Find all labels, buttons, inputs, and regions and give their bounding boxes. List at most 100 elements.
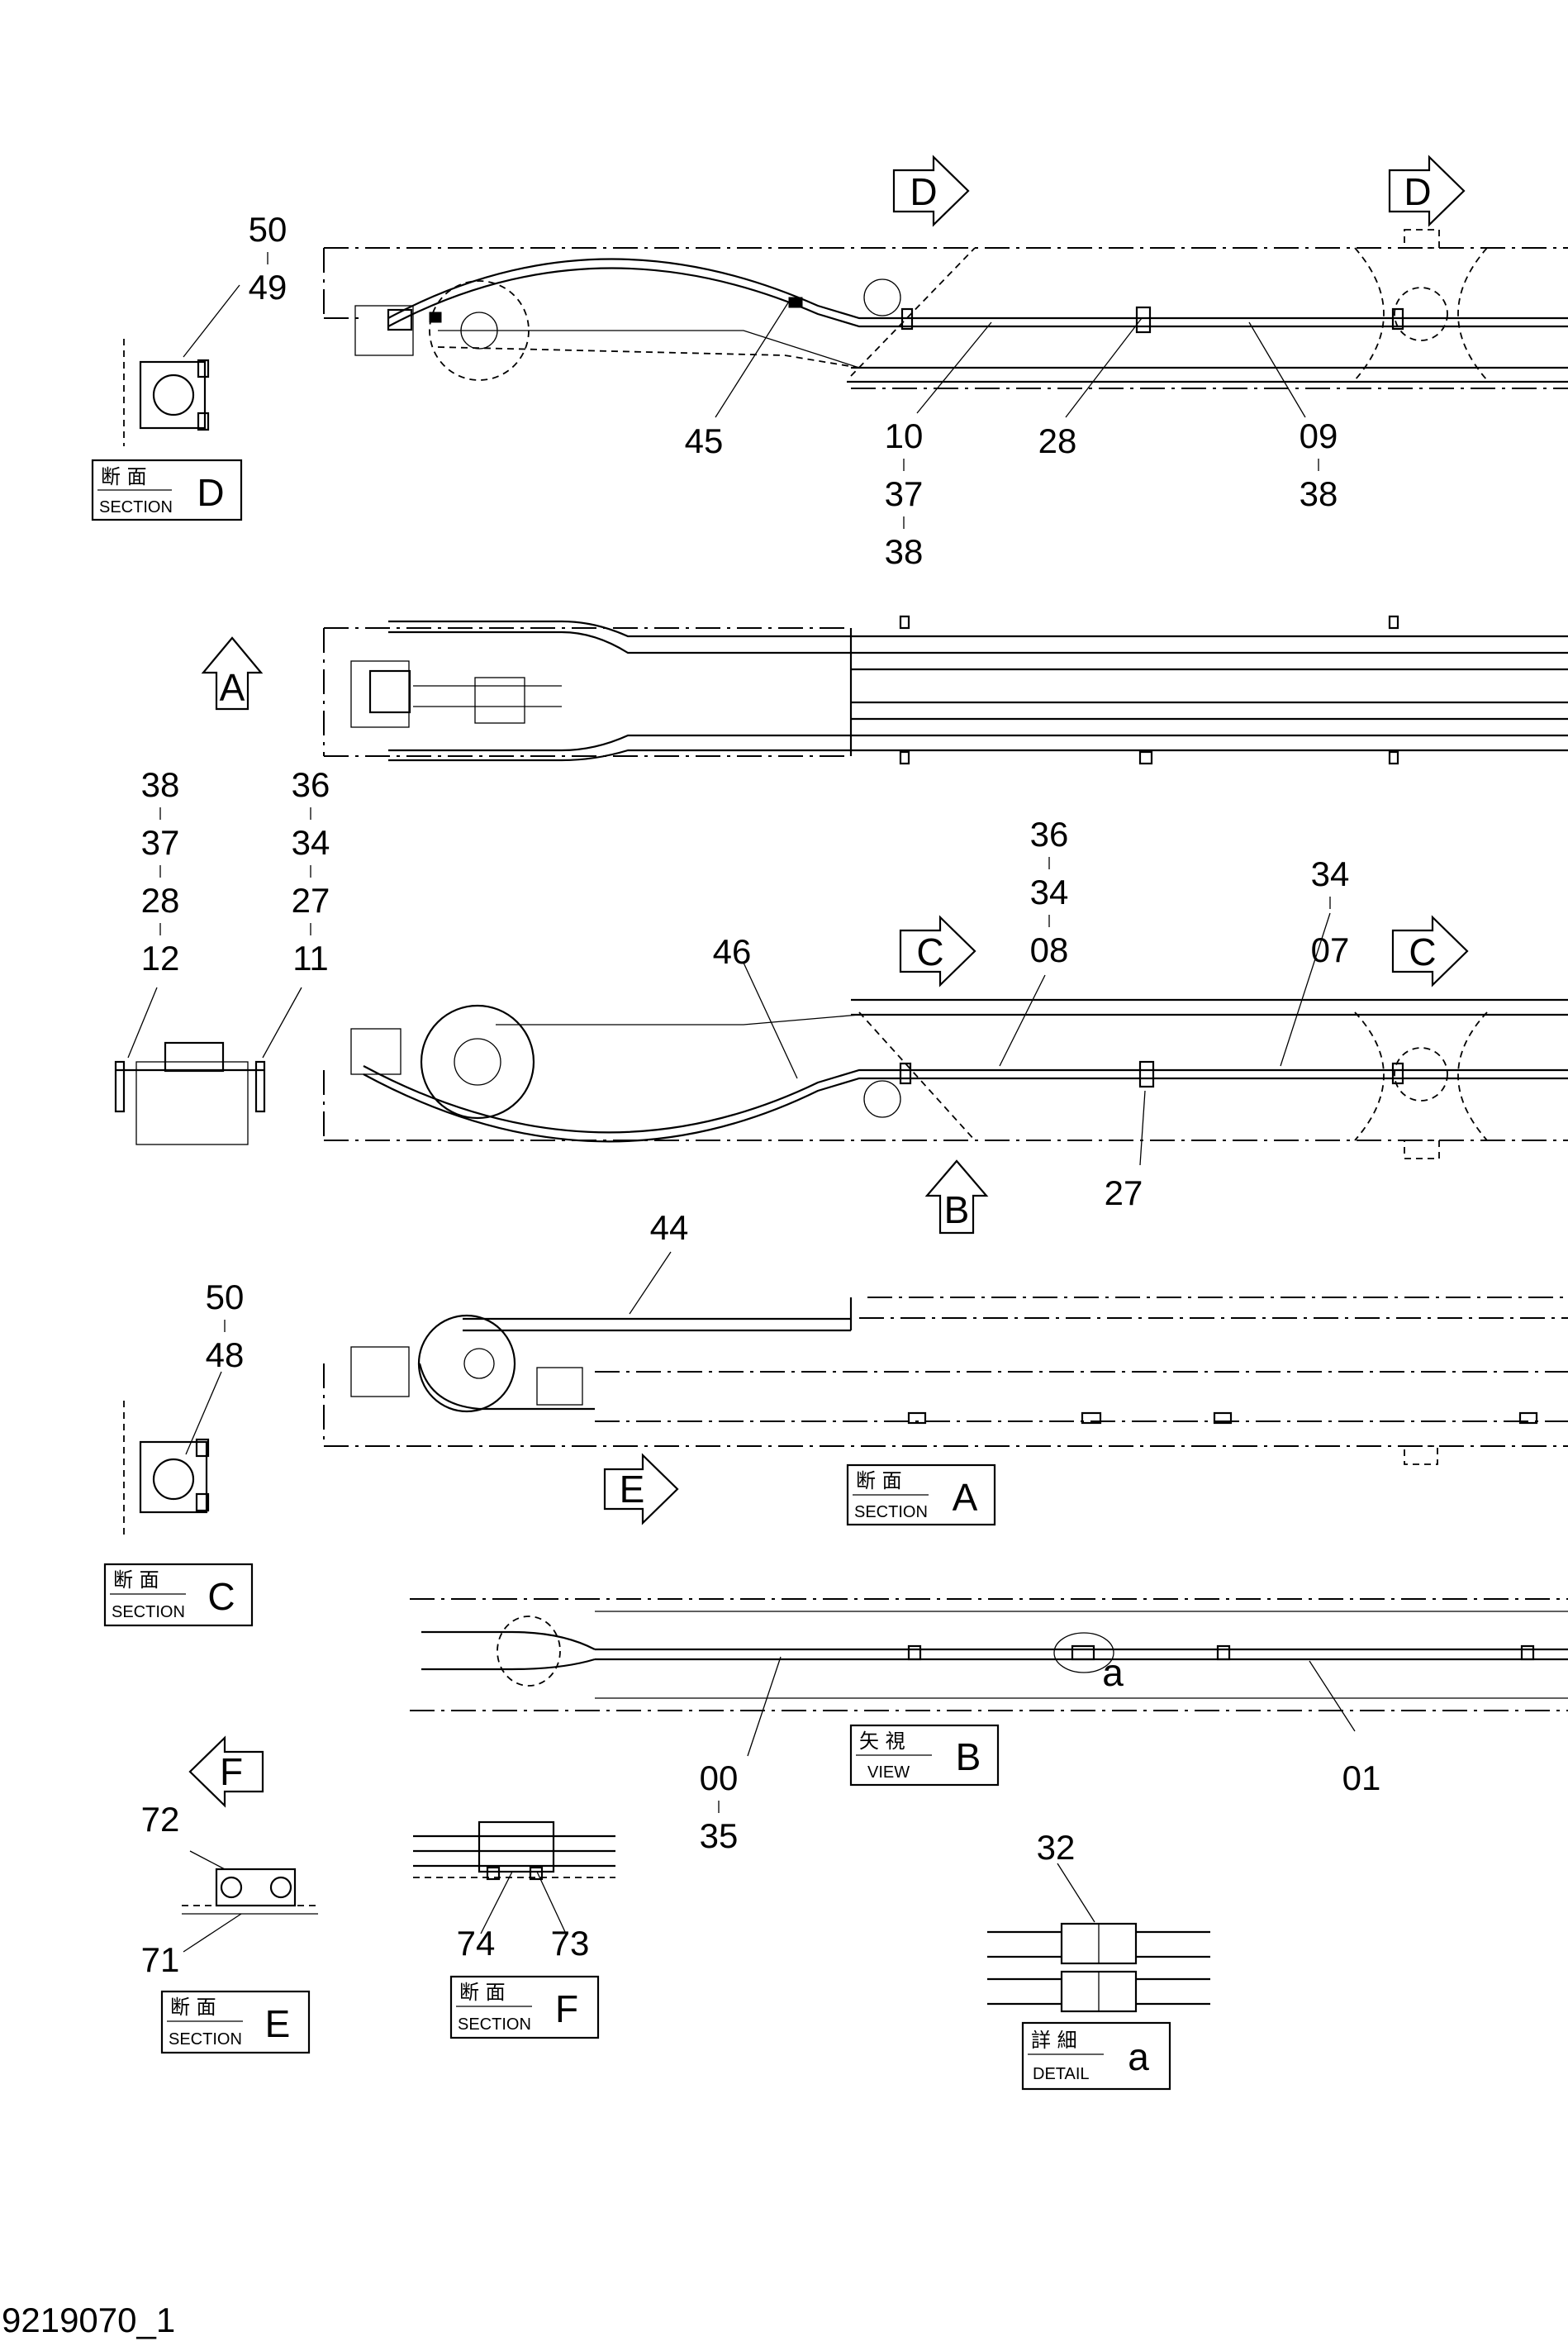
section-b-end-detail [114,987,302,1145]
view-arrow-d-1: D [892,155,970,227]
callout-number: 71 [141,1940,180,1979]
view-arrow-c-1-letter: C [916,930,943,973]
callout-45: 45 [685,421,724,460]
section-label-f: 断 面 SECTION F [449,1975,600,2039]
callout-number: 48 [206,1335,245,1374]
view-arrow-b: B [924,1159,989,1235]
callout-36-34-27-11: 36 34 27 11 [292,765,330,978]
callout-50-49: 50 49 [249,210,287,307]
boom-plan-view [323,615,1568,765]
callout-number: 34 [1030,873,1069,911]
callout-number: 37 [141,823,180,862]
callout-number: 08 [1030,930,1069,969]
callout-number: 11 [292,939,329,978]
callout-number: 32 [1037,1828,1076,1867]
callout-number: 38 [1300,474,1338,513]
section-d-detail [123,284,240,446]
view-label-b-en: VIEW [867,1763,910,1782]
boom-side-view-lower [323,1251,1568,1465]
section-f-detail [413,1820,615,1934]
drawing-id: 9219070_1 [2,2301,175,2339]
callout-number: 36 [1030,815,1069,854]
callout-number: 44 [650,1208,689,1247]
callout-number: 45 [685,421,724,460]
callout-32: 32 [1037,1828,1076,1867]
view-arrow-c-1: C [899,915,976,987]
callout-number: 34 [1311,854,1350,893]
detail-label-a-en: DETAIL [1033,2065,1090,2083]
callout-number: 36 [292,765,330,804]
section-label-e-en: SECTION [169,2030,242,2049]
section-label-a-en: SECTION [854,1503,928,1521]
callout-number: 49 [249,268,287,307]
detail-a-coupling [987,1863,1210,2013]
callout-number: 10 [885,416,924,455]
callout-72: 72 [141,1800,180,1839]
callout-36-34-08: 36 34 08 [1030,815,1069,969]
view-arrow-a-letter: A [220,666,245,709]
callout-number: 28 [141,881,180,920]
callout-number: 34 [292,823,330,862]
callout-10-37-38: 10 37 38 [885,416,924,571]
boom-side-view-top [323,229,1568,418]
view-arrow-f: F [188,1735,264,1808]
callout-74: 74 [457,1924,496,1963]
callout-34-07: 34 07 [1311,854,1350,969]
section-label-e-letter: E [265,2002,291,2045]
section-label-f-en: SECTION [458,2015,531,2034]
section-c-detail [123,1371,222,1537]
section-label-a-letter: A [953,1476,978,1519]
boom-view-b [410,1598,1568,1757]
callout-00-35: 00 35 [700,1758,739,1855]
view-arrow-d-2-letter: D [1404,170,1431,213]
view-arrow-c-2-letter: C [1409,930,1436,973]
callout-27: 27 [1105,1173,1143,1212]
callout-28: 28 [1038,421,1077,460]
section-label-c: 断 面 SECTION C [103,1563,254,1627]
section-label-e-jp: 断 面 [170,1996,216,2019]
boom-side-view-middle [323,912,1568,1166]
callout-71: 71 [141,1940,180,1979]
view-arrow-e-letter: E [620,1468,645,1511]
callout-number: 50 [249,210,287,249]
section-label-e: 断 面 SECTION E [160,1990,311,2054]
view-arrow-d-1-letter: D [910,170,937,213]
callout-number: 72 [141,1800,180,1839]
section-label-a: 断 面 SECTION A [846,1463,996,1526]
callout-number: 27 [292,881,330,920]
callout-09-38: 09 38 [1300,416,1338,513]
callout-number: 01 [1342,1758,1381,1797]
callout-46: 46 [713,932,752,971]
callout-number: 74 [457,1924,496,1963]
detail-mark-a: a [1102,1651,1124,1694]
callout-01: 01 [1342,1758,1381,1797]
callout-number: 73 [551,1924,590,1963]
callout-number: 35 [700,1816,739,1855]
view-arrow-f-letter: F [220,1750,243,1793]
detail-label-a-jp: 詳 細 [1031,2029,1077,2052]
callout-number: 28 [1038,421,1077,460]
section-label-a-jp: 断 面 [856,1469,902,1492]
section-label-d-en: SECTION [99,498,173,516]
callout-38-37-28-12: 38 37 28 12 [141,765,180,978]
view-label-b-jp: 矢 視 [859,1730,905,1753]
section-e-detail [182,1850,318,1953]
callout-73: 73 [551,1924,590,1963]
section-label-c-en: SECTION [112,1603,185,1621]
callout-number: 37 [885,474,924,513]
callout-number: 00 [700,1758,739,1797]
section-label-f-letter: F [555,1987,578,2030]
view-arrow-c-2: C [1391,915,1469,987]
callout-number: 50 [206,1278,245,1316]
section-label-d-letter: D [197,471,224,514]
detail-label-a-letter: a [1128,2035,1149,2078]
section-label-d: 断 面 SECTION D [91,459,243,521]
callout-number: 27 [1105,1173,1143,1212]
callout-number: 07 [1311,930,1350,969]
view-label-b: 矢 視 VIEW B [849,1724,1000,1787]
section-label-c-letter: C [207,1575,235,1618]
callout-44: 44 [650,1208,689,1247]
callout-number: 38 [885,532,924,571]
section-label-c-jp: 断 面 [113,1568,159,1592]
callout-number: 38 [141,765,180,804]
